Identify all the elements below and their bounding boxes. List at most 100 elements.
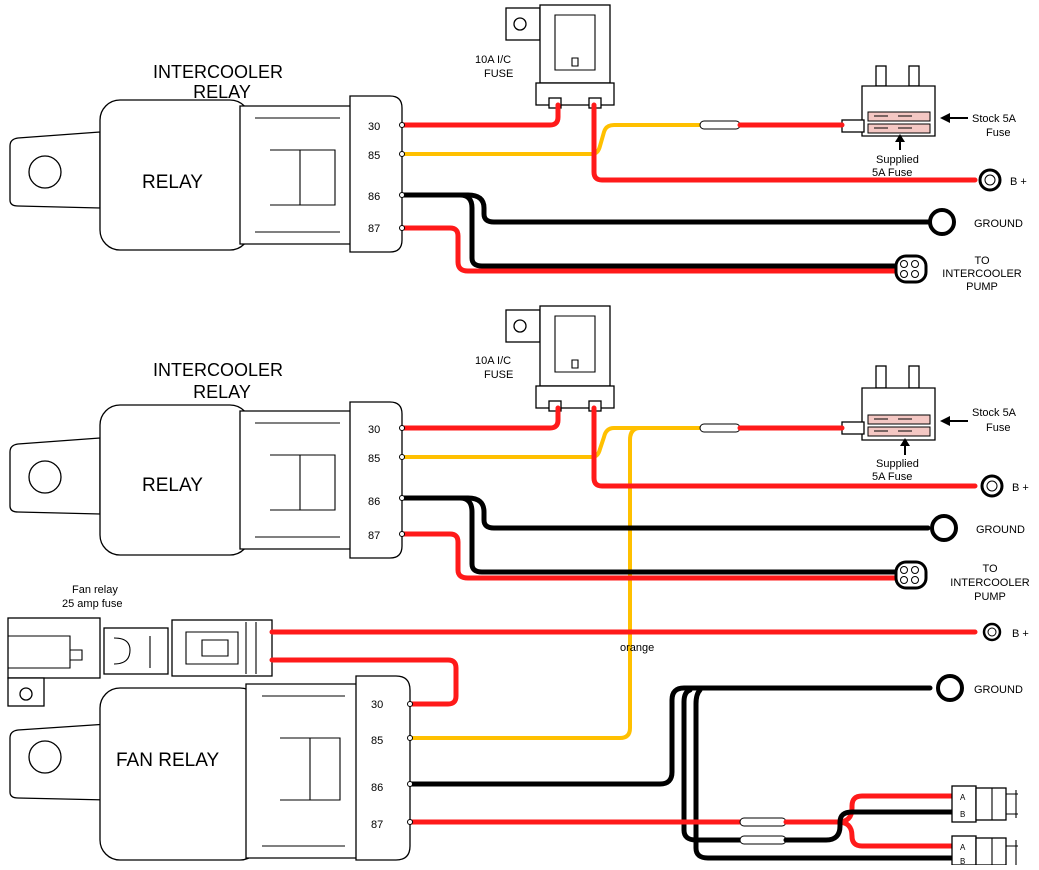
terminals-section-1: B + GROUND TO INTERCOOLER PUMP bbox=[894, 168, 1027, 293]
pump1-connector-icon bbox=[894, 254, 928, 284]
fuse-block2-stub bbox=[841, 421, 865, 435]
stock-fuse2-arrow-icon bbox=[940, 416, 950, 426]
ic-fuse1-label-line1: 10A I/C bbox=[475, 54, 511, 66]
wire2-pin86-to-ground bbox=[399, 495, 931, 531]
wire3-pin86-to-ground bbox=[407, 685, 933, 787]
supplied-fuse1-label-line1: Supplied bbox=[876, 154, 919, 166]
wire1-pin87-to-pump bbox=[399, 225, 899, 274]
ic-fuse-holder-2: 10A I/C FUSE bbox=[475, 305, 615, 412]
relay1-pin-85: 85 bbox=[368, 150, 380, 162]
supplied-fuse-arrow-icon bbox=[895, 134, 905, 142]
fan-conn1-pin-b: B bbox=[960, 810, 965, 819]
pump2-connector-icon bbox=[894, 560, 928, 590]
wire1-pin85-to-fuse bbox=[400, 123, 702, 156]
relay1-heading-line1: INTERCOOLER bbox=[153, 62, 283, 82]
pump2-label-line3: PUMP bbox=[974, 591, 1006, 603]
fan-relay-body bbox=[99, 687, 261, 861]
fan-conn1-pin-a: A bbox=[960, 793, 966, 802]
pump1-label-line3: PUMP bbox=[966, 281, 998, 293]
wire2-pin87-to-pump bbox=[399, 531, 899, 581]
ground2-label: GROUND bbox=[976, 524, 1025, 536]
splice2 bbox=[699, 423, 741, 433]
fan-connector-1 bbox=[951, 785, 977, 823]
relay1-pin-30: 30 bbox=[368, 121, 380, 133]
fan-conn2-pin-b: B bbox=[960, 857, 965, 865]
ground3-label: GROUND bbox=[974, 684, 1023, 696]
wires-section-3 bbox=[269, 629, 978, 861]
fan-relay-connector-clip bbox=[245, 683, 361, 859]
terminals-section-3: orange B + GROUND A B A B bbox=[620, 622, 1029, 866]
ground2-ring-icon bbox=[930, 514, 958, 542]
wire3-ground-branch-a bbox=[681, 687, 743, 843]
relay2-pin-87: 87 bbox=[368, 530, 380, 542]
relay2-heading-line1: INTERCOOLER bbox=[153, 360, 283, 380]
wire1-pin86-to-pump bbox=[399, 192, 899, 269]
relay2-pin-block bbox=[349, 401, 403, 559]
wire3-red-to-fan-a bbox=[783, 793, 955, 825]
ic-fuse2-base bbox=[535, 385, 615, 409]
fuse-block-2: Stock 5A Fuse Supplied 5A Fuse bbox=[841, 365, 1017, 483]
wire3-fuse-to-pin30 bbox=[269, 657, 459, 707]
stock-fuse1-label-line1: Stock 5A bbox=[972, 113, 1017, 125]
ic-fuse2-housing bbox=[539, 305, 611, 387]
relay1-mounting-hole-icon bbox=[28, 155, 62, 189]
relay2-group: 30 85 86 87 RELAY INTERCOOLER RELAY bbox=[9, 360, 403, 559]
supplied-fuse2-arrow-icon bbox=[900, 438, 910, 446]
splice1 bbox=[699, 120, 741, 130]
fuse-block1-stub bbox=[841, 119, 865, 133]
fan-connector-2-housing bbox=[975, 837, 1007, 866]
fan-conn2-pin-a: A bbox=[960, 843, 966, 852]
fan-relay-pin-block bbox=[355, 675, 411, 861]
fuse-block-1: Stock 5A Fuse Supplied 5A Fuse bbox=[841, 65, 1017, 179]
fan-relay-pin-30: 30 bbox=[371, 699, 383, 711]
fan-connector-1-housing bbox=[975, 787, 1007, 821]
stock-fuse2-label-line1: Stock 5A bbox=[972, 407, 1017, 419]
wire2-pin30-to-fuse bbox=[399, 405, 561, 431]
fan-relay-pin-87: 87 bbox=[371, 819, 383, 831]
terminals-section-2: B + GROUND TO INTERCOOLER PUMP bbox=[894, 474, 1030, 603]
bplus1-label: B + bbox=[1010, 176, 1027, 188]
fan-relay-mounting-hole-icon bbox=[28, 740, 62, 774]
relay2-pin-86: 86 bbox=[368, 496, 380, 508]
stock-fuse1-label-line2: Fuse bbox=[986, 127, 1010, 139]
fan-fuse-label-line1: Fan relay bbox=[72, 584, 118, 596]
stock-fuse2-label-line2: Fuse bbox=[986, 422, 1010, 434]
wire3-ground-branch-b bbox=[693, 687, 955, 861]
pump2-label-line1: TO bbox=[982, 563, 998, 575]
wire-orange-to-fan-relay bbox=[408, 426, 702, 740]
pump1-label-line1: TO bbox=[974, 255, 990, 267]
ic-fuse1-base bbox=[535, 82, 615, 106]
fan-fuse-holder-left bbox=[7, 617, 101, 679]
ic-fuse2-hole-icon bbox=[513, 319, 527, 333]
relay1-pin-87: 87 bbox=[368, 223, 380, 235]
wire3-red-to-fan-b bbox=[835, 819, 955, 849]
wires-section-2 bbox=[399, 405, 978, 740]
wire2-pin85-to-fuse bbox=[400, 426, 702, 459]
ic-fuse1-housing bbox=[539, 4, 611, 84]
wire1-pin86-to-ground bbox=[399, 192, 931, 225]
relay1-heading-line2: RELAY bbox=[193, 82, 251, 102]
relay2-pin-30: 30 bbox=[368, 424, 380, 436]
pump2-label-line2: INTERCOOLER bbox=[950, 577, 1030, 589]
fan-relay-group: 30 85 86 87 FAN RELAY bbox=[9, 675, 411, 861]
fan-fuse-hole-icon bbox=[19, 687, 33, 701]
relay2-heading-line2: RELAY bbox=[193, 382, 251, 402]
fan-fuse-holder-right bbox=[171, 619, 273, 677]
relay2-connector-clip bbox=[239, 410, 356, 550]
ic-fuse2-tab bbox=[505, 309, 541, 343]
orange-wire-label: orange bbox=[620, 642, 654, 654]
relay1-connector-clip bbox=[239, 105, 356, 245]
wire3-black-to-fan-a bbox=[783, 809, 955, 843]
wires-section-1 bbox=[399, 102, 978, 274]
supplied-fuse1-label-line2: 5A Fuse bbox=[872, 167, 912, 179]
relay2-mounting-hole-icon bbox=[28, 460, 62, 494]
wire1-fuse-to-bplus bbox=[591, 102, 978, 183]
fan-splice-black bbox=[739, 835, 787, 845]
fan-fuse-label-line2: 25 amp fuse bbox=[62, 598, 123, 610]
ground1-label: GROUND bbox=[974, 218, 1023, 230]
ic-fuse-holder-1: 10A I/C FUSE bbox=[475, 4, 615, 109]
wire2-pin86-to-pump bbox=[399, 495, 899, 575]
relay1-group: 30 85 86 87 RELAY INTERCOOLER RELAY bbox=[9, 62, 403, 253]
bplus2-label: B + bbox=[1012, 482, 1029, 494]
